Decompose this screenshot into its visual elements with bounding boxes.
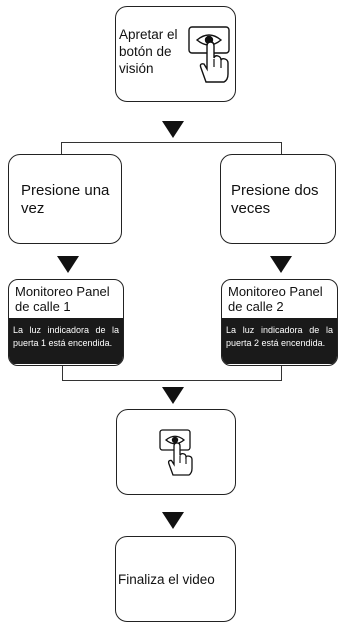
step-press-view-label: Apretar el botón de visión xyxy=(119,27,178,76)
monitor-panel-1-card: Monitoreo Panel de calle 1 La luz indica… xyxy=(8,279,124,366)
arrow-down xyxy=(57,256,79,273)
step-press-view-box: Apretar el botón de visión xyxy=(115,6,236,102)
step-end-video-label: Finaliza el video xyxy=(118,572,215,587)
step-press-once-label: Presione una vez xyxy=(21,182,110,217)
arrow-down xyxy=(270,256,292,273)
step-press-once-box: Presione una vez xyxy=(8,154,122,244)
connector-line xyxy=(62,366,63,380)
step-press-twice-label: Presione dos veces xyxy=(231,182,319,217)
monitor-panel-1-description: La luz indicadora de la puerta 1 está en… xyxy=(9,318,123,364)
connector-line xyxy=(281,366,282,380)
connector-line xyxy=(62,380,282,381)
step-end-video-box: Finaliza el video xyxy=(115,536,236,622)
monitor-panel-2-card: Monitoreo Panel de calle 2 La luz indica… xyxy=(221,279,338,366)
connector-line xyxy=(281,142,282,154)
monitor-panel-1-title: Monitoreo Panel de calle 1 xyxy=(15,284,110,314)
eye-button-press-icon xyxy=(159,429,193,476)
step-press-twice-box: Presione dos veces xyxy=(220,154,336,244)
monitor-panel-2-title: Monitoreo Panel de calle 2 xyxy=(228,284,323,314)
connector-line xyxy=(61,142,62,154)
arrow-down xyxy=(162,121,184,138)
connector-line xyxy=(61,142,281,143)
arrow-down xyxy=(162,387,184,404)
monitor-panel-2-description: La luz indicadora de la puerta 2 está en… xyxy=(222,318,337,364)
arrow-down xyxy=(162,512,184,529)
eye-button-press-icon xyxy=(188,26,230,83)
